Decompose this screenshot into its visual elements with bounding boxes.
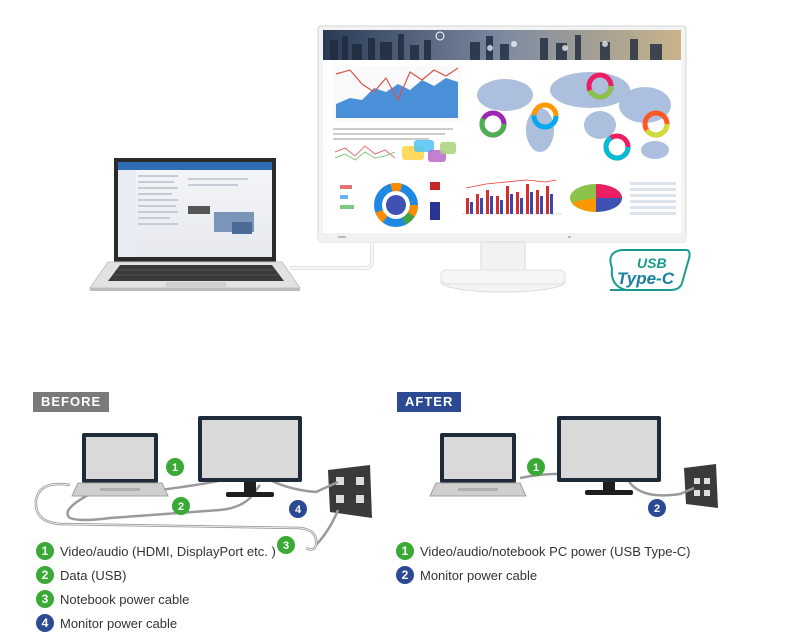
after-legend-text-2: Monitor power cable (420, 567, 538, 583)
before-badge-3: 3 (283, 540, 289, 552)
after-legend-num-1: 1 (396, 542, 414, 560)
before-legend-item-3: 3 Notebook power cable (36, 589, 189, 609)
before-legend-item-2: 2 Data (USB) (36, 565, 126, 585)
before-legend-text-2: Data (USB) (60, 567, 127, 583)
before-legend-item-4: 4 Monitor power cable (36, 613, 177, 633)
before-badge-4: 4 (295, 504, 302, 516)
monitor-before (198, 416, 302, 497)
after-tag: AFTER (397, 392, 462, 412)
before-legend-num-1: 1 (36, 542, 54, 560)
wall-outlet-after (684, 464, 718, 508)
usb-c-cable (290, 242, 374, 270)
before-legend-text-4: Monitor power cable (60, 615, 178, 631)
after-badge-1: 1 (533, 462, 539, 474)
before-tag: BEFORE (33, 392, 110, 412)
after-legend-item-2: 2 Monitor power cable (396, 565, 537, 585)
wall-outlet (328, 465, 372, 518)
logo-line1: USB (637, 255, 667, 271)
after-legend-text-1: Video/audio/notebook PC power (USB Type-… (420, 543, 691, 559)
after-badge-2: 2 (654, 503, 660, 515)
before-legend-num-3: 3 (36, 590, 54, 608)
after-diagram: 1 2 (429, 416, 718, 517)
after-legend-num-2: 2 (396, 566, 414, 584)
laptop-after (429, 433, 527, 497)
monitor-large (317, 25, 687, 243)
before-legend-num-4: 4 (36, 614, 54, 632)
before-diagram: 1 2 3 4 (34, 416, 372, 554)
laptop (89, 158, 301, 291)
after-legend-item-1: 1 Video/audio/notebook PC power (USB Typ… (396, 541, 691, 561)
laptop-before (71, 433, 169, 497)
before-legend-text-1: Video/audio (HDMI, DisplayPort etc. ) (60, 543, 276, 559)
before-legend-num-2: 2 (36, 566, 54, 584)
before-badge-1: 1 (172, 462, 178, 474)
before-legend-item-1: 1 Video/audio (HDMI, DisplayPort etc. ) (36, 541, 276, 561)
before-badge-2: 2 (178, 501, 184, 513)
monitor-after (557, 416, 661, 495)
product-illustration: USB Type-C (89, 25, 691, 293)
before-legend-text-3: Notebook power cable (60, 591, 190, 607)
logo-line2: Type-C (617, 269, 675, 288)
usb-type-c-logo: USB Type-C (609, 249, 691, 291)
monitor-stand (440, 241, 566, 293)
